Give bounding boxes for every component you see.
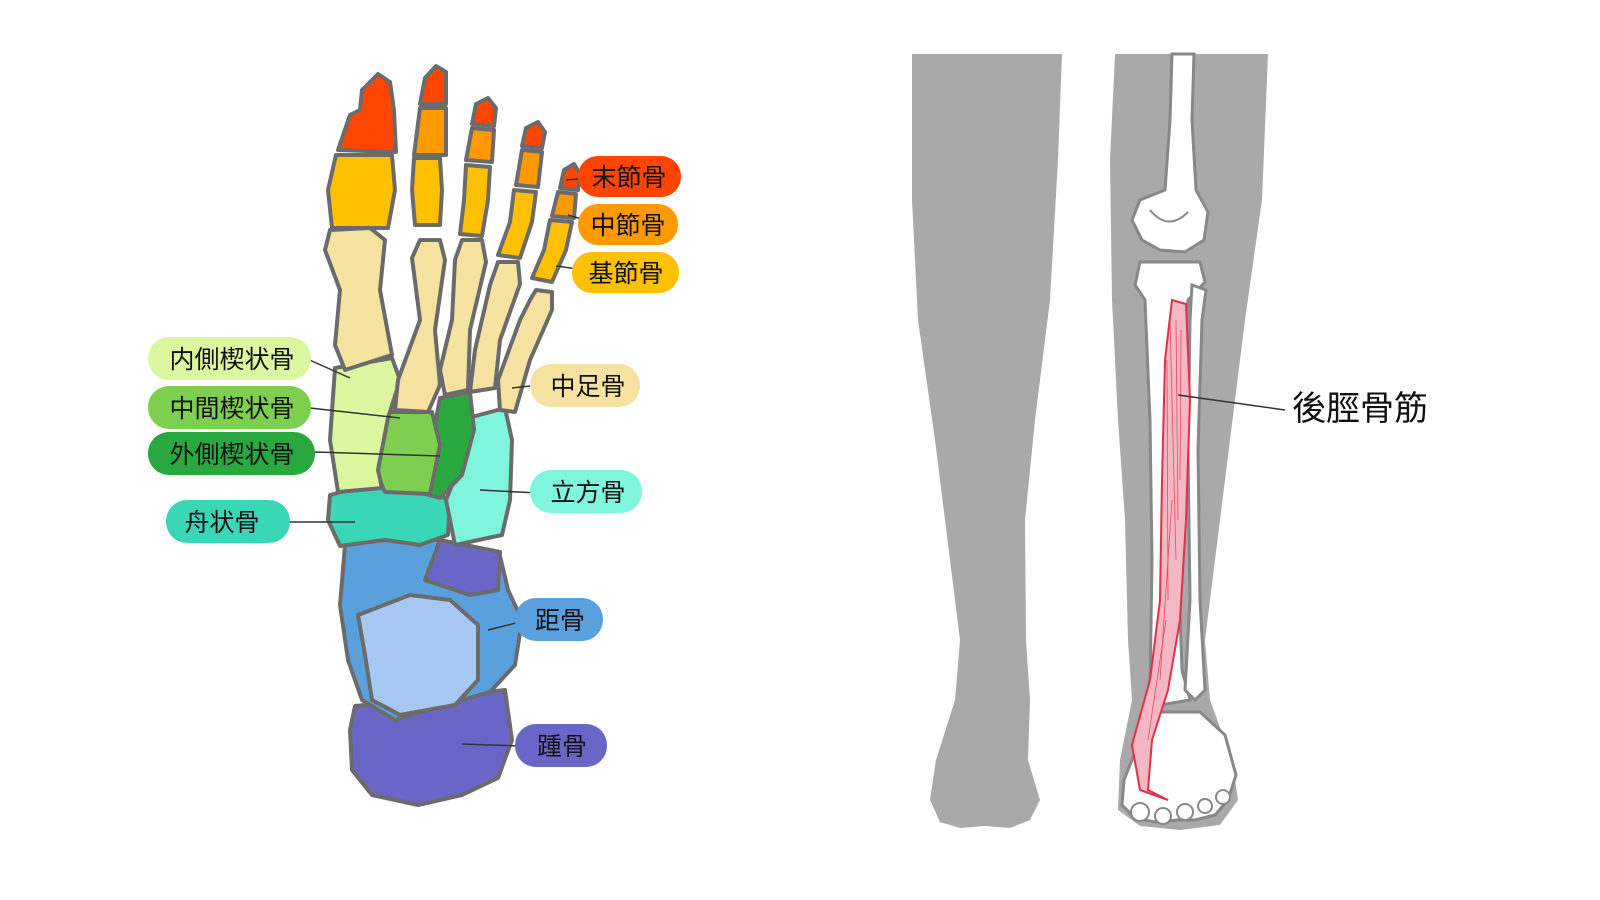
label-middle-phalanx: 中節骨 — [578, 204, 678, 245]
metatarsal-4 — [468, 260, 522, 394]
patella — [1149, 209, 1189, 223]
leader-tibialis-posterior — [1177, 394, 1286, 411]
label-navicular: 舟状骨 — [166, 500, 290, 543]
distal-phalanx-2 — [418, 64, 448, 106]
label-tibialis-posterior: 後脛骨筋 — [1292, 389, 1428, 429]
middle-phalanx-5 — [550, 190, 578, 220]
svg-text:基節骨: 基節骨 — [588, 259, 663, 288]
label-lateral-cuneiform: 外側楔状骨 — [148, 432, 315, 475]
foot-diagram: 末節骨 中節骨 基節骨 中足骨 内側楔状骨 中間楔状骨 外側楔状骨 立方骨 — [148, 64, 681, 807]
metatarsal-3 — [438, 238, 488, 397]
label-cuboid: 立方骨 — [530, 470, 642, 513]
middle-phalanx-2 — [412, 106, 448, 157]
leader-cuboid — [479, 489, 539, 494]
metatarsal-1 — [323, 226, 394, 372]
label-calcaneus: 踵骨 — [515, 724, 607, 767]
tibialis-posterior-muscle — [1130, 298, 1192, 801]
distal-phalanx-1 — [336, 72, 398, 154]
toe-2 — [1154, 807, 1172, 825]
svg-text:立方骨: 立方骨 — [550, 478, 625, 507]
label-proximal-phalanx: 基節骨 — [572, 252, 679, 293]
label-medial-cuneiform: 内側楔状骨 — [148, 337, 311, 380]
distal-phalanx-4 — [520, 120, 547, 150]
talus-posterior-part — [423, 538, 502, 597]
label-intermediate-cuneiform: 中間楔状骨 — [148, 386, 311, 429]
leader-medial-cuneiform — [304, 357, 351, 379]
leader-intermediate-cuneiform — [309, 407, 401, 419]
leader-calcaneus — [461, 743, 521, 747]
label-metatarsal: 中足骨 — [530, 364, 640, 407]
distal-phalanx-5 — [558, 162, 582, 192]
svg-text:外側楔状骨: 外側楔状骨 — [169, 440, 294, 469]
femur-bone — [1130, 52, 1210, 254]
proximal-phalanx-1 — [326, 153, 397, 230]
label-distal-phalanx: 末節骨 — [578, 156, 681, 197]
svg-text:踵骨: 踵骨 — [537, 732, 587, 761]
middle-phalanx-3 — [464, 126, 496, 164]
svg-text:中節骨: 中節骨 — [590, 211, 665, 240]
proximal-phalanx-3 — [458, 163, 492, 238]
distal-phalanx-3 — [470, 96, 498, 128]
talus-head — [356, 593, 480, 717]
toe-5 — [1215, 789, 1231, 805]
svg-text:距骨: 距骨 — [535, 606, 585, 635]
toe-4 — [1197, 798, 1213, 814]
svg-text:舟状骨: 舟状骨 — [184, 508, 259, 537]
medial-cuneiform-bone — [328, 356, 402, 494]
muscle-fibers — [1147, 319, 1182, 741]
proximal-phalanx-2 — [410, 156, 444, 227]
label-talus: 距骨 — [515, 598, 603, 641]
svg-text:内側楔状骨: 内側楔状骨 — [169, 345, 294, 374]
toe-3 — [1176, 803, 1194, 821]
middle-phalanx-4 — [514, 148, 544, 189]
leader-lateral-cuneiform — [314, 451, 441, 457]
leader-talus — [487, 621, 521, 631]
svg-text:中間楔状骨: 中間楔状骨 — [169, 394, 294, 423]
proximal-phalanx-4 — [496, 188, 538, 260]
metatarsal-2 — [393, 238, 447, 414]
svg-text:末節骨: 末節骨 — [591, 163, 666, 192]
leg-diagram: 後脛骨筋 — [912, 52, 1428, 830]
proximal-phalanx-5 — [530, 218, 574, 284]
svg-text:中足骨: 中足骨 — [550, 372, 625, 401]
metatarsal-5 — [496, 288, 554, 414]
left-leg-silhouette — [912, 54, 1062, 828]
toe-1 — [1130, 802, 1150, 822]
